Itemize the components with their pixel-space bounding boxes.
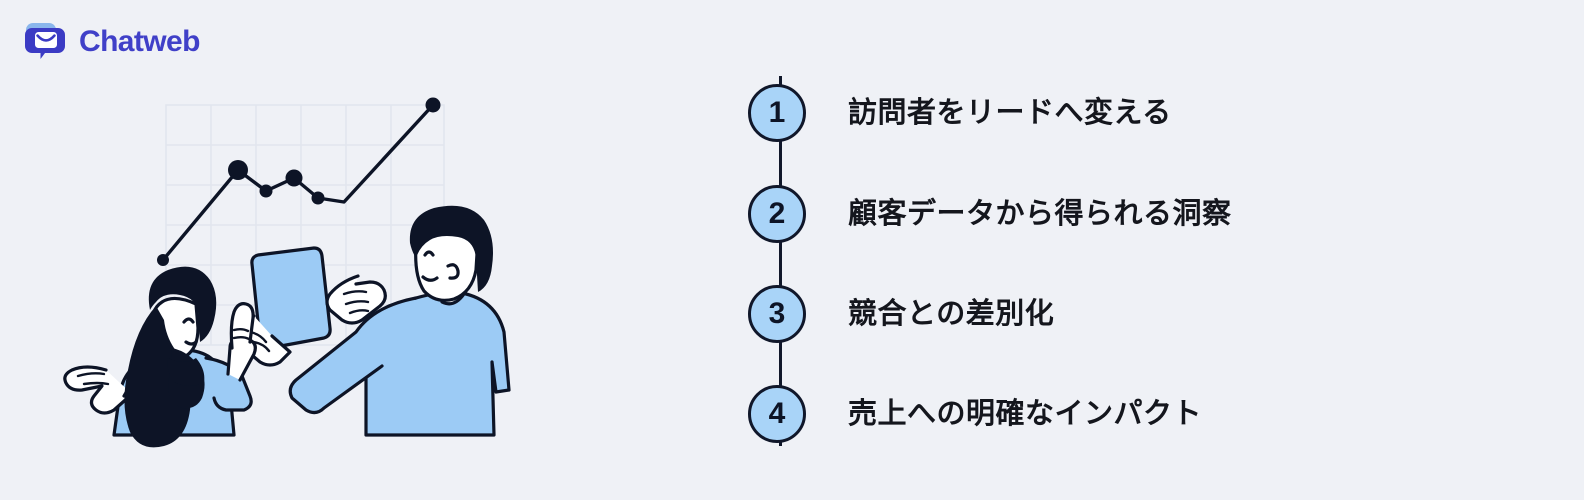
step-number-badge: 1 <box>748 84 806 142</box>
step-number-badge: 4 <box>748 385 806 443</box>
step-number-badge: 3 <box>748 285 806 343</box>
brand-name: Chatweb <box>79 25 200 58</box>
hero-illustration <box>44 80 514 460</box>
step-item-1[interactable]: 1 訪問者をリードへ変える <box>748 84 1172 142</box>
figure-man <box>238 205 511 437</box>
step-number-badge: 2 <box>748 185 806 243</box>
brand-logo[interactable]: Chatweb <box>24 20 200 64</box>
step-item-2[interactable]: 2 顧客データから得られる洞察 <box>748 185 1232 243</box>
step-label: 売上への明確なインパクト <box>848 397 1203 430</box>
growth-line-chart <box>157 97 441 266</box>
figure-woman <box>63 266 257 448</box>
step-label: 顧客データから得られる洞察 <box>848 197 1232 230</box>
step-label: 競合との差別化 <box>848 297 1055 330</box>
step-item-3[interactable]: 3 競合との差別化 <box>748 285 1054 343</box>
benefits-step-list: 1 訪問者をリードへ変える 2 顧客データから得られる洞察 3 競合との差別化 … <box>748 76 1508 446</box>
step-item-4[interactable]: 4 売上への明確なインパクト <box>748 385 1202 443</box>
chat-bubble-envelope-icon <box>24 20 68 64</box>
step-label: 訪問者をリードへ変える <box>848 96 1172 129</box>
